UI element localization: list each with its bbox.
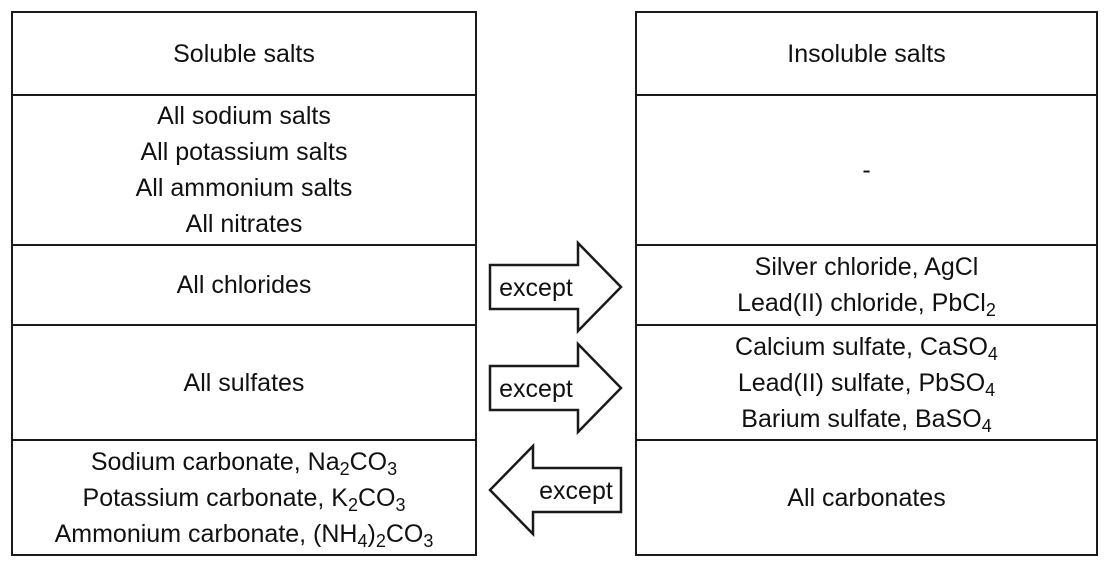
row-all-sulfates: All sulfates	[13, 324, 475, 439]
text-line: All carbonates	[787, 483, 946, 512]
text-line: Calcium sulfate, CaSO4	[735, 332, 998, 364]
text-line: Silver chloride, AgCl	[754, 253, 979, 281]
row-no-exceptions: -	[637, 94, 1096, 244]
text-line: Potassium carbonate, K2CO3	[82, 483, 406, 515]
table-title: Soluble salts	[173, 39, 315, 68]
text-line: All ammonium salts	[135, 174, 353, 202]
text-line: All sodium salts	[157, 102, 331, 130]
except-arrow-carbonates: except	[487, 443, 623, 537]
table-title: Insoluble salts	[787, 39, 946, 68]
row-all-chlorides: All chlorides	[13, 244, 475, 324]
text-line: All potassium salts	[140, 138, 348, 166]
text-line: All chlorides	[176, 271, 312, 299]
text-line: All sulfates	[183, 368, 305, 397]
row-all-carbonates: All carbonates	[637, 439, 1096, 554]
except-arrow-sulfates: except	[488, 341, 624, 435]
text-line: Barium sulfate, BaSO4	[741, 404, 992, 436]
text-line: Sodium carbonate, Na2CO3	[90, 447, 398, 479]
text-line: All nitrates	[185, 210, 303, 238]
text-line: -	[862, 156, 871, 184]
left-block-arrow-icon: except	[488, 443, 623, 537]
except-arrow-chlorides: except	[488, 240, 624, 334]
insoluble-salts-header: Insoluble salts	[637, 13, 1096, 94]
except-label: except	[499, 375, 573, 403]
right-block-arrow-icon: except	[488, 341, 623, 435]
except-label: except	[499, 274, 573, 302]
except-label: except	[539, 477, 613, 505]
text-line: Lead(II) chloride, PbCl2	[737, 289, 996, 321]
text-line: Ammonium carbonate, (NH4)2CO3	[54, 519, 434, 551]
right-block-arrow-icon: except	[488, 240, 623, 334]
text-line: Lead(II) sulfate, PbSO4	[737, 368, 996, 400]
soluble-salts-header: Soluble salts	[13, 13, 475, 94]
